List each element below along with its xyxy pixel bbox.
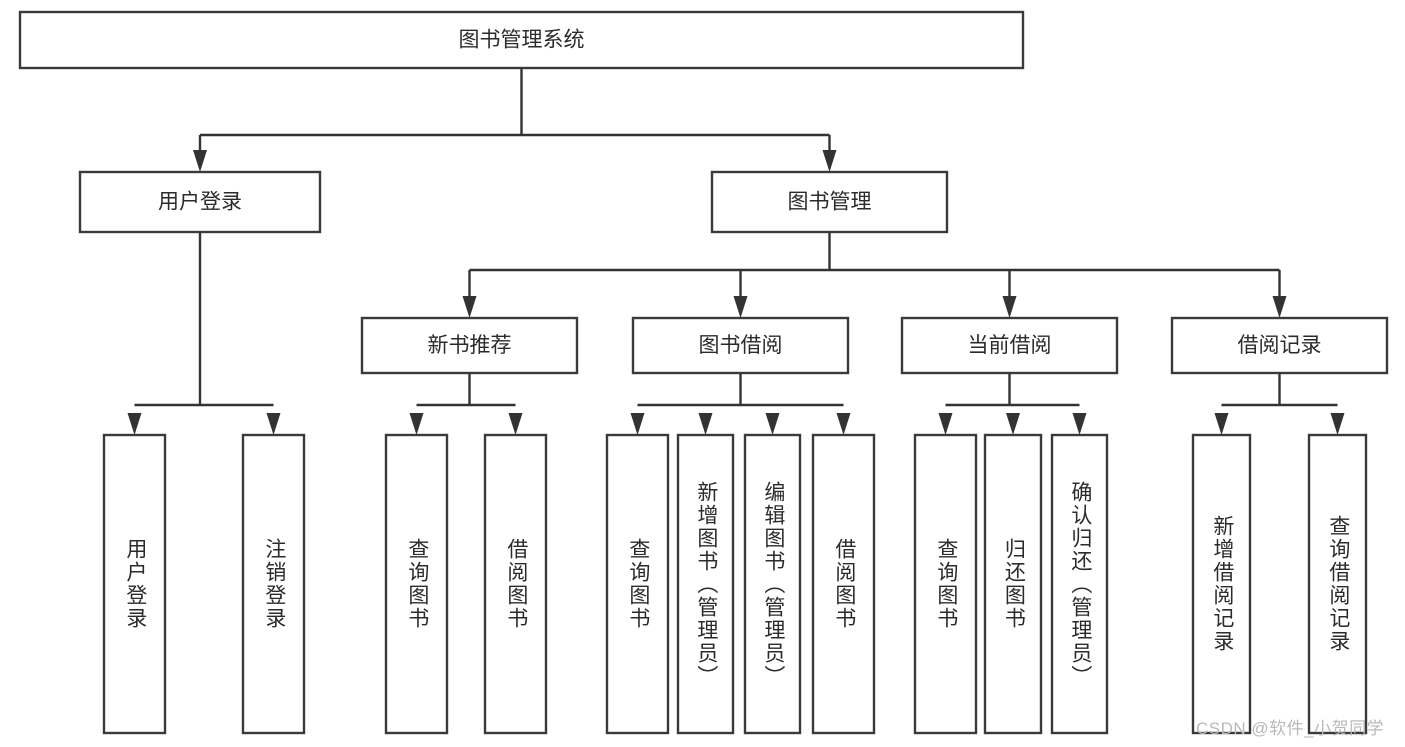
arrow-to-leaf-return-book bbox=[1006, 413, 1020, 435]
arrow-to-borrow-record bbox=[1272, 296, 1287, 318]
arrow-to-leaf-query-book-borrow bbox=[630, 413, 645, 435]
node-book-borrow[interactable] bbox=[631, 316, 850, 375]
arrow-to-leaf-edit-book-admin bbox=[765, 413, 780, 435]
arrow-to-current-borrow bbox=[1002, 296, 1017, 318]
node-new-book-recommend[interactable] bbox=[360, 316, 579, 375]
node-leaf-query-book-borrow[interactable] bbox=[605, 433, 670, 735]
arrow-to-leaf-confirm-return-admin bbox=[1072, 413, 1087, 435]
arrow-to-leaf-add-book-admin bbox=[698, 413, 713, 435]
arrow-to-leaf-borrow-book bbox=[836, 413, 851, 435]
node-leaf-logout[interactable] bbox=[241, 433, 306, 735]
node-label-root: 图书管理系统 bbox=[459, 29, 585, 52]
node-leaf-return-book[interactable] bbox=[983, 433, 1043, 735]
arrow-to-leaf-query-book-recommend bbox=[409, 413, 424, 435]
node-leaf-user-login[interactable] bbox=[102, 433, 167, 735]
node-leaf-add-borrow-record[interactable] bbox=[1191, 433, 1252, 735]
arrow-to-user-login bbox=[193, 150, 207, 172]
node-leaf-confirm-return-admin[interactable] bbox=[1050, 433, 1109, 735]
csdn-watermark: CSDN @软件_小贺同学 bbox=[1196, 719, 1385, 738]
node-leaf-borrow-book-recommend[interactable] bbox=[483, 433, 548, 735]
node-leaf-query-book-current[interactable] bbox=[913, 433, 978, 735]
node-leaf-query-borrow-record[interactable] bbox=[1307, 433, 1368, 735]
node-borrow-record[interactable] bbox=[1170, 316, 1389, 375]
arrow-to-leaf-borrow-book-recommend bbox=[508, 413, 523, 435]
node-boxes-group bbox=[18, 10, 1389, 735]
node-leaf-borrow-book[interactable] bbox=[811, 433, 876, 735]
node-label-current-borrow: 当前借阅 bbox=[968, 334, 1052, 357]
node-current-borrow[interactable] bbox=[900, 316, 1119, 375]
connector-lines-group bbox=[127, 68, 1345, 435]
arrow-to-leaf-user-login bbox=[127, 413, 142, 435]
arrow-to-leaf-add-borrow-record bbox=[1214, 413, 1229, 435]
node-leaf-edit-book-admin[interactable] bbox=[743, 433, 802, 735]
node-label-new-book-recommend: 新书推荐 bbox=[428, 334, 512, 357]
arrow-to-leaf-logout bbox=[266, 413, 281, 435]
arrow-to-new-book-recommend bbox=[462, 296, 477, 318]
node-label-borrow-record: 借阅记录 bbox=[1238, 334, 1322, 357]
arrow-to-leaf-query-borrow-record bbox=[1330, 413, 1345, 435]
node-user-login[interactable] bbox=[78, 170, 322, 234]
node-book-manage[interactable] bbox=[710, 170, 949, 234]
arrow-to-book-manage bbox=[822, 150, 837, 172]
node-leaf-add-book-admin[interactable] bbox=[676, 433, 735, 735]
node-label-book-borrow: 图书借阅 bbox=[699, 334, 783, 357]
node-leaf-query-book-recommend[interactable] bbox=[384, 433, 449, 735]
arrow-to-leaf-query-book-current bbox=[938, 413, 953, 435]
node-root[interactable] bbox=[18, 10, 1025, 70]
node-label-user-login: 用户登录 bbox=[158, 191, 242, 214]
node-label-book-manage: 图书管理 bbox=[788, 191, 872, 214]
arrow-to-book-borrow bbox=[733, 296, 748, 318]
